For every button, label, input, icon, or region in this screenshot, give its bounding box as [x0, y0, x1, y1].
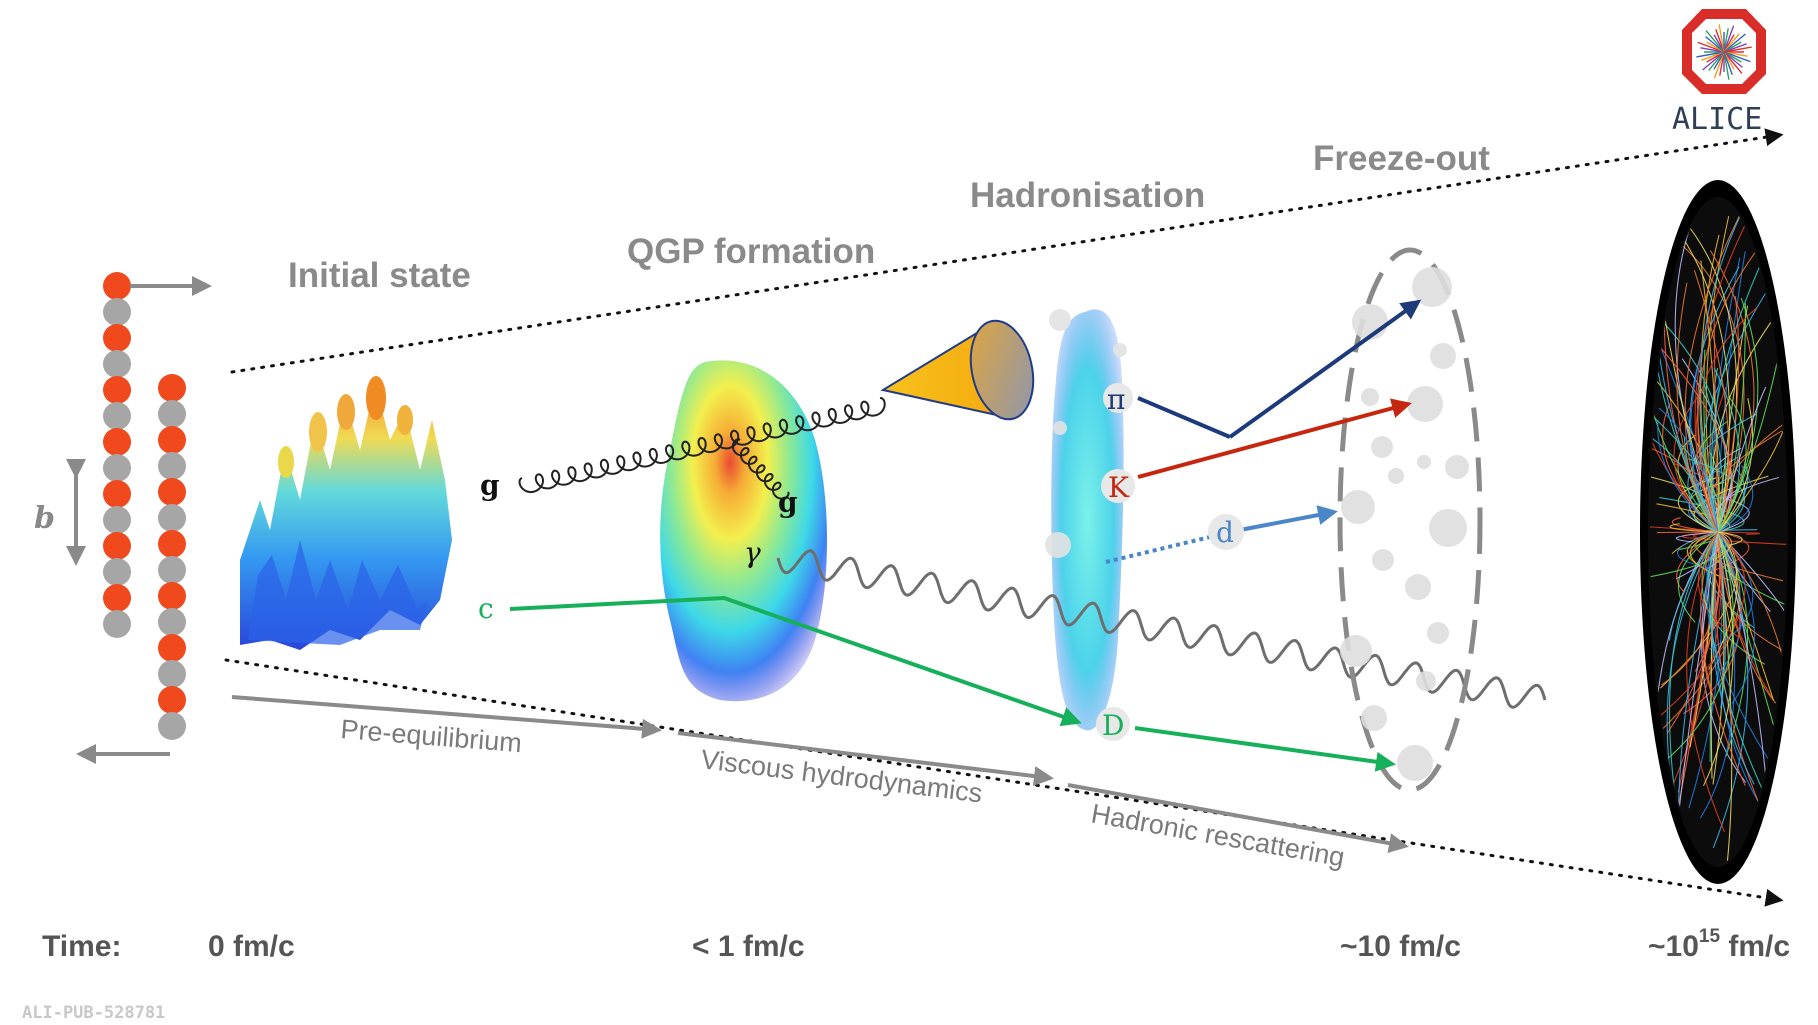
- radiated-gluon-curly-line: [731, 438, 790, 500]
- freeze-out-surface: [1337, 247, 1483, 793]
- d-meson-label: D: [1102, 709, 1124, 742]
- initial-state-energy-landscape: [240, 376, 452, 650]
- photon-wavy-line: [776, 549, 1547, 709]
- time-lt-1: < 1 fm/c: [692, 930, 805, 963]
- viscous-hydrodynamics-arrow: [677, 731, 1054, 787]
- photon-label: γ: [744, 536, 761, 569]
- deuteron-badge: [1208, 514, 1244, 550]
- time-10: ~10 fm/c: [1340, 930, 1461, 963]
- stage-title-qgp-formation: QGP formation: [627, 232, 875, 271]
- freeze-out-hadron-gas: [1340, 267, 1469, 781]
- alice-logo: ALICE: [1672, 9, 1766, 137]
- pion-track-out: [1228, 299, 1422, 439]
- hadronisation-medium: [1051, 309, 1124, 731]
- jet-cone: [880, 319, 1035, 421]
- kaon-track: [1137, 398, 1412, 479]
- gluon-curly-line: [518, 397, 886, 494]
- deuteron-track: [1239, 505, 1338, 532]
- pion-label: π: [1107, 383, 1125, 416]
- lower-boundary-dotted: [224, 658, 1784, 907]
- hadronic-rescattering-arrow: [1067, 783, 1409, 853]
- qgp-fireball: [660, 360, 828, 702]
- time-10e15: ~1015 fm/c: [1648, 926, 1790, 963]
- kaon-badge: [1101, 469, 1135, 503]
- stage-title-freeze-out: Freeze-out: [1313, 139, 1490, 178]
- d-meson-badge: [1096, 707, 1130, 741]
- deuteron-label: d: [1216, 516, 1234, 549]
- pre-equilibrium-arrow: [231, 695, 662, 739]
- detector-event-display: [1640, 180, 1796, 884]
- upper-boundary-dotted: [230, 128, 1784, 374]
- d-meson-track: [1134, 726, 1396, 772]
- nucleus-b: [158, 374, 186, 740]
- nucleus-a: [103, 272, 131, 638]
- impact-parameter-label: b: [34, 501, 55, 536]
- radiated-gluon-label: g: [778, 486, 798, 519]
- charm-label: c: [478, 592, 494, 625]
- timeline-label: Time:: [42, 930, 121, 963]
- pion-track-in: [1137, 396, 1231, 439]
- process-hadronic-rescattering: Hadronic rescattering: [1089, 798, 1347, 872]
- stage-title-initial-state: Initial state: [288, 256, 471, 295]
- process-pre-equilibrium: Pre-equilibrium: [340, 714, 523, 758]
- publication-id: ALI-PUB-528781: [22, 1003, 165, 1023]
- pion-badge: [1103, 383, 1133, 413]
- gluon-label: g: [480, 469, 500, 502]
- alice-logo-text: ALICE: [1672, 102, 1762, 137]
- stage-title-hadronisation: Hadronisation: [970, 176, 1205, 215]
- deuteron-track-dotted: [1105, 535, 1211, 564]
- charm-track: [509, 595, 1082, 727]
- kaon-label: K: [1108, 471, 1130, 504]
- alice-logo-starburst: [1696, 24, 1752, 80]
- time-0: 0 fm/c: [208, 930, 295, 963]
